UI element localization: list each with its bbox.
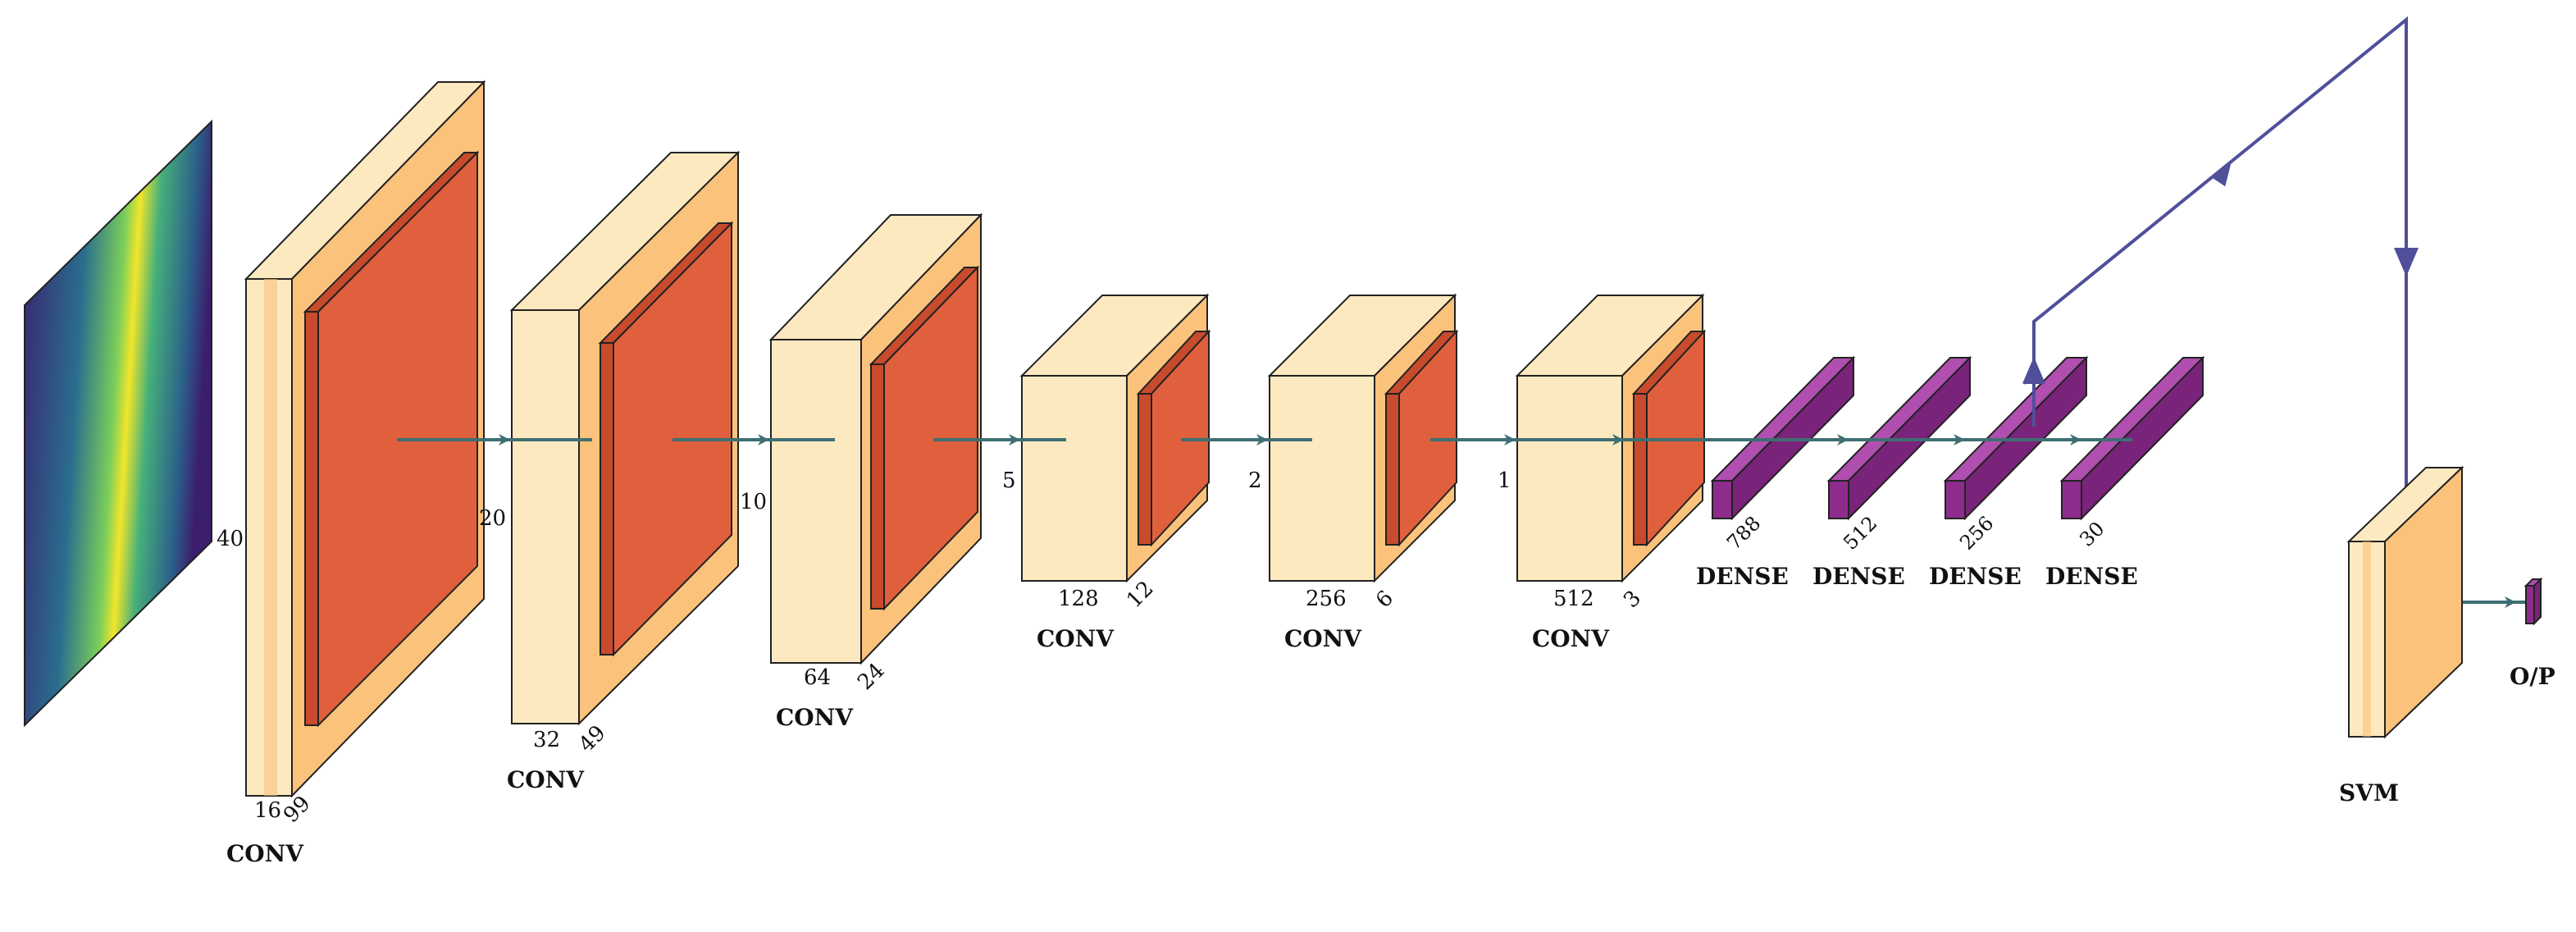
conv-2-channels: 32 xyxy=(533,728,560,752)
conv-block-3: 64 24 5 CONV xyxy=(768,212,1016,731)
svm-block: SVM xyxy=(2339,465,2464,806)
conv-1-size: 99 xyxy=(279,791,316,828)
spectrogram-image xyxy=(24,119,212,728)
conv-2-side-label: 10 xyxy=(740,490,767,514)
dense-layer-4: 30 DENSE xyxy=(2045,355,2205,590)
dense-2-caption: DENSE xyxy=(1812,563,1905,590)
conv-6-caption: CONV xyxy=(1532,625,1610,652)
conv-3-caption: CONV xyxy=(776,704,854,731)
conv-block-4: 128 12 2 CONV xyxy=(1019,293,1262,652)
conv-2-size: 49 xyxy=(574,720,611,757)
conv-block-2: 32 49 10 CONV xyxy=(507,150,767,793)
conv-4-side-label: 2 xyxy=(1248,468,1262,493)
conv-block-6: 512 3 CONV xyxy=(1515,293,1707,652)
conv-1-side-label: 20 xyxy=(479,506,506,531)
svm-caption: SVM xyxy=(2339,779,2399,806)
conv-6-channels: 512 xyxy=(1553,587,1594,611)
conv-5-side-label: 1 xyxy=(1498,468,1511,493)
dense-4-units: 30 xyxy=(2075,517,2109,551)
conv-4-size: 12 xyxy=(1122,576,1159,613)
dense-layer-1: 788 DENSE xyxy=(1696,355,1856,590)
conv-4-caption: CONV xyxy=(1037,625,1115,652)
output-caption: O/P xyxy=(2510,663,2555,690)
dense-4-caption: DENSE xyxy=(2045,563,2138,590)
conv-1-channels: 16 xyxy=(254,798,281,823)
conv-6-size: 3 xyxy=(1619,586,1646,613)
conv-5-caption: CONV xyxy=(1284,625,1362,652)
conv-5-channels: 256 xyxy=(1306,587,1347,611)
conv-5-size: 6 xyxy=(1371,586,1398,613)
conv-3-channels: 64 xyxy=(804,665,831,690)
output-node: O/P xyxy=(2510,577,2555,690)
input-spectrogram: 40 xyxy=(24,119,244,728)
conv-3-side-label: 5 xyxy=(1002,468,1016,493)
dense-3-caption: DENSE xyxy=(1929,563,2022,590)
input-dim-label: 40 xyxy=(217,527,244,551)
conv-block-5: 256 6 1 CONV xyxy=(1267,293,1511,652)
dense-1-caption: DENSE xyxy=(1696,563,1789,590)
svm-feature-path xyxy=(2022,16,2419,505)
conv-3-size: 24 xyxy=(853,658,890,695)
conv-4-channels: 128 xyxy=(1058,587,1099,611)
conv-block-1: 16 99 20 CONV xyxy=(226,80,506,867)
conv-2-caption: CONV xyxy=(507,766,585,793)
conv-1-caption: CONV xyxy=(226,840,304,867)
flow-arrows xyxy=(397,434,2526,608)
